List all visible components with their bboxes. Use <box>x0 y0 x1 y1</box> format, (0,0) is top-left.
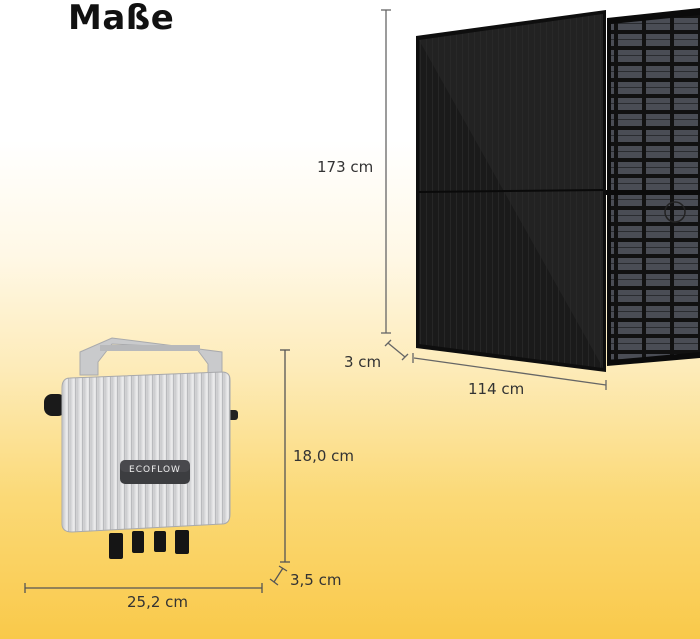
inverter-height-label: 18,0 cm <box>293 447 355 465</box>
panel-dimension-lines <box>381 9 607 390</box>
inverter-dimension-lines <box>24 349 290 593</box>
panel-width-label: 114 cm <box>468 380 525 398</box>
inverter-depth-label: 3,5 cm <box>290 571 342 589</box>
inverter-brand-label: ECOFLOW <box>129 465 181 475</box>
page-title: Maße <box>68 0 175 38</box>
inverter-width-label: 25,2 cm <box>127 593 189 611</box>
panel-height-label: 173 cm <box>317 158 374 176</box>
solar-panel-front <box>416 10 606 372</box>
solar-panel-back <box>604 8 700 366</box>
panel-depth-label: 3 cm <box>344 353 382 371</box>
microinverter <box>44 337 238 559</box>
